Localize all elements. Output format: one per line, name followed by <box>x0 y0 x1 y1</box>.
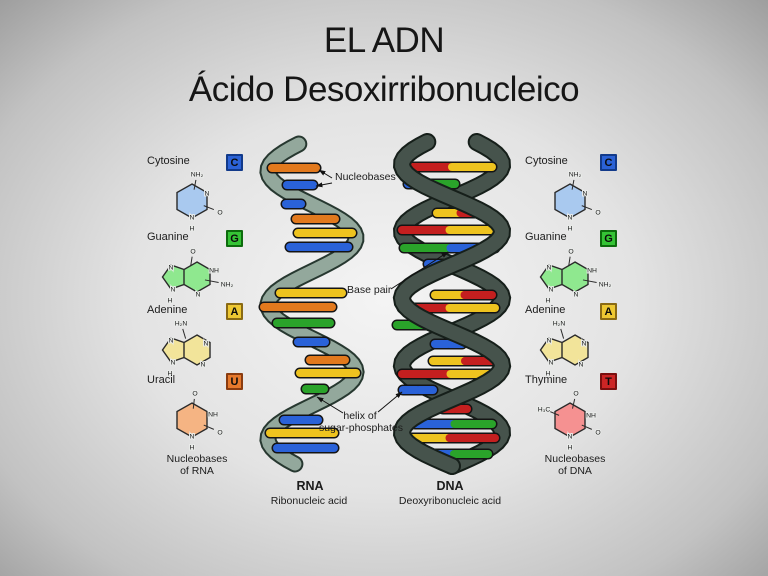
nucleobases-arrow-2 <box>315 182 333 188</box>
base-pair-arrow <box>390 251 449 290</box>
slide-title: EL ADN Ácido Desoxirribonucleico <box>0 16 768 114</box>
base-name-guanine: Guanine <box>525 231 567 243</box>
dna-footer-line2: of DNA <box>558 464 592 477</box>
dna-subtitle: Deoxyribonucleic acid <box>398 495 502 507</box>
atom-label: NH <box>209 267 219 274</box>
base-pair-label: Base pair <box>347 284 392 296</box>
base-name-cytosine: Cytosine <box>147 155 190 167</box>
base-name-adenine: Adenine <box>525 304 566 316</box>
atom-label: H₂N <box>553 320 566 327</box>
structure-uracil: O NH O NH <box>176 389 224 452</box>
atom-label: N <box>582 340 587 347</box>
atom-label: H₃C <box>538 406 551 413</box>
dna-footer-line1: Nucleobases <box>544 453 606 465</box>
atom-label: H <box>168 297 173 304</box>
atom-label: H <box>190 225 195 232</box>
title-line-1: EL ADN <box>323 21 445 60</box>
atom-label: H <box>568 225 573 232</box>
atom-label: H₂N <box>175 320 188 327</box>
rna-helix-illustration <box>258 135 365 473</box>
base-name-guanine: Guanine <box>147 231 189 243</box>
atom-label: H <box>168 370 173 377</box>
atom-label: H <box>546 370 551 377</box>
atom-label: O <box>568 248 573 255</box>
atom-label: N <box>171 286 176 293</box>
base-letter-a: A <box>600 303 617 320</box>
atom-label: H <box>546 297 551 304</box>
base-name-thymine: Thymine <box>525 374 568 386</box>
atom-label: N <box>171 359 176 366</box>
base-name-adenine: Adenine <box>147 304 188 316</box>
rna-footer-line1: Nucleobases <box>166 453 228 465</box>
atom-label: N <box>574 291 579 298</box>
atom-label: O <box>192 390 197 397</box>
atom-label: NH <box>587 267 597 274</box>
atom-label: N <box>204 340 209 347</box>
structure-thymine: O H₃C NH O NH <box>537 389 602 452</box>
helix-arrow-dna <box>377 391 403 413</box>
atom-label: NH₂ <box>599 281 612 288</box>
dna-title: DNA <box>436 479 464 493</box>
atom-label: N <box>549 286 554 293</box>
title-line-2: Ácido Desoxirribonucleico <box>188 70 580 109</box>
base-letter-c: C <box>226 154 243 171</box>
base-letter-g: G <box>600 230 617 247</box>
rna-footer-line2: of RNA <box>180 464 214 477</box>
atom-label: N <box>190 214 195 221</box>
nucleobases-arrow-1 <box>318 169 333 179</box>
base-letter-a: A <box>226 303 243 320</box>
atom-label: H <box>190 444 195 451</box>
atom-label: NH₂ <box>569 171 582 178</box>
atom-label: N <box>201 361 206 368</box>
atom-label: NH₂ <box>221 281 234 288</box>
atom-label: N <box>205 190 210 197</box>
atom-label: N <box>549 359 554 366</box>
rna-footer: Nucleobases of RNA <box>137 453 257 477</box>
chemical-structures: NH₂NONHONHNH₂NNNHH₂NNNNNHONHONHNH₂NONHON… <box>161 170 613 452</box>
base-letter-c: C <box>600 154 617 171</box>
base-name-cytosine: Cytosine <box>525 155 568 167</box>
atom-label: O <box>595 209 600 216</box>
base-letter-t: T <box>600 373 617 390</box>
atom-label: N <box>169 264 174 271</box>
atom-label: H <box>568 444 573 451</box>
atom-label: O <box>217 429 222 436</box>
atom-label: N <box>190 433 195 440</box>
atom-label: N <box>579 361 584 368</box>
atom-label: N <box>547 337 552 344</box>
rna-title: RNA <box>296 479 324 493</box>
atom-label: N <box>568 214 573 221</box>
base-letter-g: G <box>226 230 243 247</box>
atom-label: NH <box>208 411 218 418</box>
atom-label: N <box>196 291 201 298</box>
helix-label-line1: helix of <box>343 410 377 422</box>
atom-label: N <box>169 337 174 344</box>
rna-subtitle: Ribonucleic acid <box>270 495 348 507</box>
atom-label: NH <box>586 412 596 419</box>
atom-label: N <box>568 433 573 440</box>
atom-label: O <box>217 209 222 216</box>
helix-arrow-rna <box>316 396 344 414</box>
atom-label: N <box>547 264 552 271</box>
helix-label-line2: sugar-phosphates <box>318 422 404 434</box>
base-name-uracil: Uracil <box>147 374 176 386</box>
annotation-arrows <box>315 169 449 414</box>
atom-label: O <box>595 429 600 436</box>
dna-helix-illustration <box>391 133 512 475</box>
dna-footer: Nucleobases of DNA <box>515 453 635 477</box>
atom-label: O <box>190 248 195 255</box>
atom-label: O <box>573 390 578 397</box>
atom-label: NH₂ <box>191 171 204 178</box>
nucleobases-label: Nucleobases <box>335 171 396 183</box>
atom-label: N <box>583 190 588 197</box>
base-letter-u: U <box>226 373 243 390</box>
